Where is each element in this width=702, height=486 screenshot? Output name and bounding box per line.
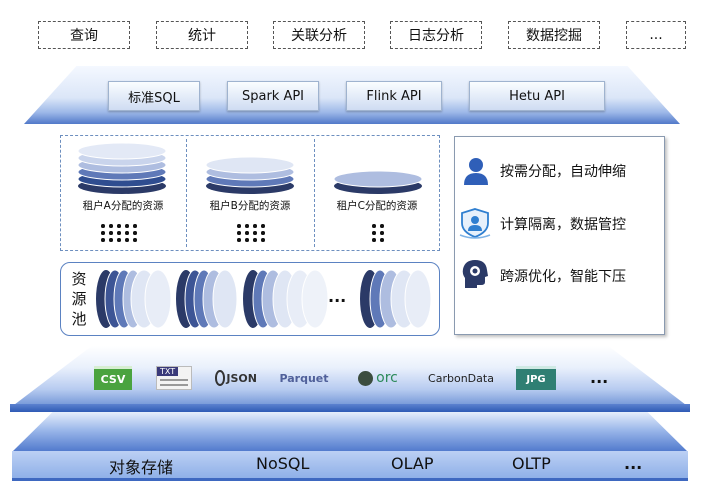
carbondata-label: CarbonData [428,371,494,385]
more-box: ... [626,21,686,49]
json-label: JSON [226,371,257,385]
json-logo-ring [215,370,226,386]
pool-disc-group-3 [243,269,329,329]
resource-pool-discs [96,269,432,329]
tenant-a-stack-icon [77,142,167,194]
statistics-label: 统计 [188,28,216,44]
jpg-icon: JPG [516,366,556,390]
pool-char: 源 [71,290,87,308]
user-icon [464,158,488,185]
pool-char: 池 [71,310,87,328]
txt-label: TXT [157,367,179,376]
carbondata-icon: CarbonData [428,366,494,390]
feature-text-elastic: 按需分配，自动伸缩 [500,164,626,180]
storage-olap: OLAP [391,454,434,473]
tenant-resource-area [60,135,440,251]
storage-object: 对象存储 [109,458,174,477]
parquet-label: Parquet [279,371,329,385]
api-spark: Spark API [227,81,319,111]
api-hetu-label: Hetu API [509,88,565,104]
log-analysis-label: 日志分析 [408,28,464,44]
api-flink-label: Flink API [366,88,422,104]
correlation-analysis-box: 关联分析 [273,21,365,49]
resource-pool-ellipsis: ... [328,287,347,306]
query-box: 查询 [38,21,130,49]
statistics-box: 统计 [156,21,248,49]
brain-gear-icon [462,260,488,288]
tenant-stacks [77,142,423,194]
pool-char: 资 [71,270,87,288]
api-standard-sql-label: 标准SQL [128,90,180,106]
pool-disc-group-2 [176,269,238,329]
api-hetu: Hetu API [469,81,605,111]
api-spark-label: Spark API [241,88,305,104]
feature-text-isolation: 计算隔离，数据管控 [500,217,626,233]
resource-pool-label: 资 源 池 [68,269,90,329]
txt-line [160,379,188,381]
storage-ellipsis: ... [624,454,643,473]
json-icon: JSON [215,366,257,390]
storage-band [12,451,688,481]
shield-user-icon [459,208,491,239]
feature-text-optimization: 跨源优化，智能下压 [500,269,626,285]
tenant-c-label: 租户C分配的资源 [336,200,418,212]
storage-platform [12,412,688,452]
tenant-divider [314,139,315,247]
more-label: ... [649,27,663,43]
tenant-a-label: 租户A分配的资源 [82,200,164,212]
query-label: 查询 [70,28,98,44]
api-flink: Flink API [346,81,442,111]
storage-nosql: NoSQL [256,454,310,473]
orc-icon: orc [349,366,407,390]
data-mining-label: 数据挖掘 [526,28,582,44]
storage-oltp: OLTP [512,454,551,473]
api-standard-sql: 标准SQL [108,81,200,111]
parquet-icon: Parquet [279,366,329,390]
tenant-b-stack-icon [205,156,295,194]
pool-disc-group-1 [96,269,172,329]
csv-icon: CSV [94,366,132,390]
tenant-divider [186,139,187,247]
orc-logo-circle [358,370,374,386]
orc-label: orc [376,370,398,386]
format-ellipsis: ... [590,368,609,387]
log-analysis-box: 日志分析 [390,21,482,49]
txt-line [160,384,188,386]
pool-disc-group-4 [360,269,432,329]
tenant-b-label: 租户B分配的资源 [209,200,291,212]
correlation-analysis-label: 关联分析 [291,28,347,44]
data-mining-box: 数据挖掘 [508,21,600,49]
format-platform-edge [10,404,690,412]
txt-icon: TXT [156,366,192,390]
jpg-label: JPG [526,374,546,385]
csv-label: CSV [100,373,126,386]
tenant-c-stack-icon [333,170,423,194]
